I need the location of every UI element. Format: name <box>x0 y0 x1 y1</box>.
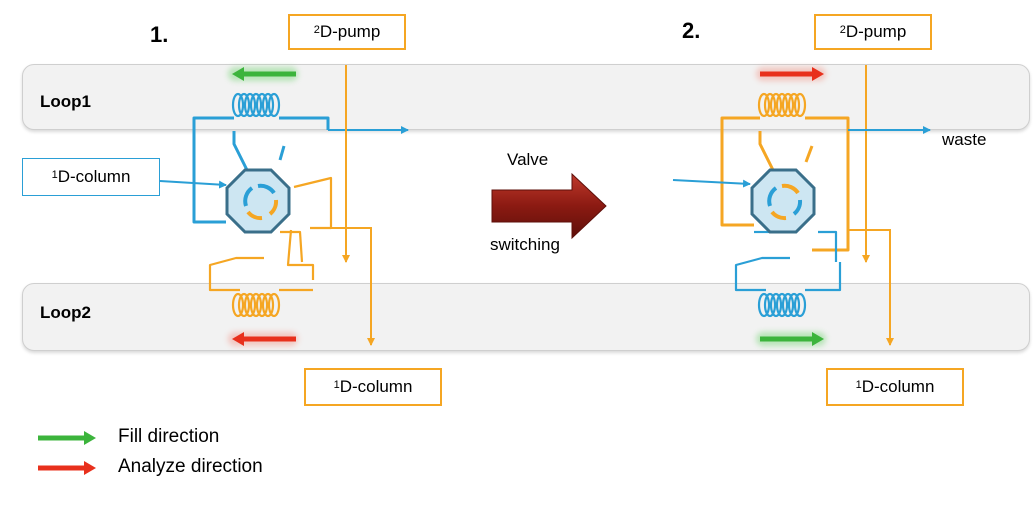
valve-label: Valve <box>507 150 549 169</box>
loop2-coil-step2 <box>757 292 807 318</box>
loop1-coil-step1 <box>231 92 281 118</box>
column-outlet-line-step1 <box>331 227 375 346</box>
legend-fill-arrow-icon <box>38 431 96 445</box>
valve-step1 <box>225 168 291 234</box>
column-inlet-arrow-step2 <box>672 179 751 188</box>
orange-tubing-step1 <box>208 176 333 292</box>
column-outlet-box-step1-sup: 1 <box>333 379 340 391</box>
loop1-label: Loop1 <box>40 92 91 111</box>
loop1-band <box>22 64 1030 130</box>
fill-arrow-loop1-step1 <box>228 67 298 81</box>
pump-box-step1-text: D-pump <box>319 22 381 41</box>
step-1-label: 1. <box>150 22 169 47</box>
valve-step2 <box>750 168 816 234</box>
column-outlet-box-step2-sup: 1 <box>855 379 862 391</box>
valve-switching-arrow <box>491 172 607 240</box>
loop2-label: Loop2 <box>40 303 91 322</box>
loop2-band <box>22 283 1030 351</box>
column-inlet-arrow-step1 <box>159 180 227 189</box>
legend-analyze-label: Analyze direction <box>118 456 263 477</box>
column-outlet-box-step2-text: D-column <box>861 377 935 396</box>
waste-label: waste <box>942 130 987 149</box>
column-inlet-box-sup: 1 <box>51 169 58 181</box>
switching-label: switching <box>490 235 560 254</box>
loop2-coil-step1 <box>231 292 281 318</box>
pump-box-step2-text: D-pump <box>845 22 907 41</box>
step-2-label: 2. <box>682 18 701 43</box>
legend-analyze-arrow-icon <box>38 461 96 475</box>
analyze-arrow-loop1-step2 <box>756 67 826 81</box>
legend-fill-label: Fill direction <box>118 426 220 447</box>
blue-tubing-step1 <box>192 116 330 224</box>
pump-box-step2-sup: 2 <box>839 24 846 36</box>
column-inlet-box-text: D-column <box>57 167 131 186</box>
orange-tubing-step2 <box>720 116 850 252</box>
pump-box-step1-sup: 2 <box>313 24 320 36</box>
column-outlet-box-step1-text: D-column <box>339 377 413 396</box>
step-2-graphics <box>672 65 931 346</box>
fill-arrow-loop2-step2 <box>756 332 826 346</box>
blue-tubing-step2 <box>734 230 842 292</box>
analyze-arrow-loop2-step1 <box>228 332 298 346</box>
step-1-graphics <box>159 65 409 346</box>
loop1-coil-step2 <box>757 92 807 118</box>
column-outlet-line-step2 <box>848 229 894 346</box>
